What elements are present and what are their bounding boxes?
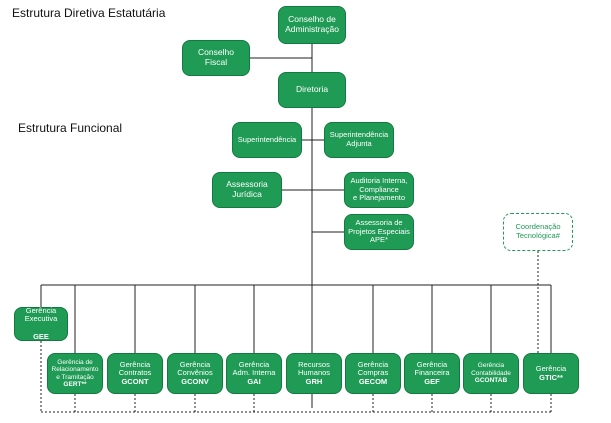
node-conselho-fiscal: Conselho Fiscal xyxy=(182,40,250,76)
gcont-name: Gerência Contratos xyxy=(118,359,152,378)
gconv-abbr: GCONV xyxy=(181,376,209,386)
gai-name: Gerência Adm. Interna xyxy=(232,359,276,378)
gcontab-abbr: GCONTAB xyxy=(474,377,508,385)
node-assessoria-juridica: Assessoria Jurídica xyxy=(212,172,282,208)
node-auditoria: Auditoria Interna, Compliance e Planejam… xyxy=(344,172,414,208)
node-conselho-administracao: Conselho de Administração xyxy=(278,6,346,44)
node-assessoria-projetos: Assessoria de Projetos Especiais APE* xyxy=(344,214,414,250)
gcont-abbr: GCONT xyxy=(121,376,149,386)
node-coordenacao-tecnologica: Coordenação Tecnológica# xyxy=(503,213,573,251)
grh-name: Recursos Humanos xyxy=(297,359,331,378)
gert-name: Gerência de Relacionamento e Tramitação xyxy=(51,358,99,381)
gef-name: Gerência Financeira xyxy=(414,359,450,378)
gtic-abbr: GTIC** xyxy=(539,372,563,382)
gconv-name: Gerência Convênios xyxy=(177,359,213,378)
gai-abbr: GAI xyxy=(247,376,261,386)
gecom-name: Gerência Compras xyxy=(357,359,389,378)
gert-abbr: GERT** xyxy=(63,380,87,388)
node-superintendencia: Superintendência xyxy=(232,122,302,158)
gee-abbr: GEE xyxy=(33,331,49,341)
node-superintendencia-adjunta: Superintendência Adjunta xyxy=(324,122,394,158)
title-estrutura-diretiva: Estrutura Diretiva Estatutária xyxy=(12,6,166,20)
gtic-name: Gerência xyxy=(535,363,567,373)
grh-abbr: GRH xyxy=(305,376,323,386)
title-estrutura-funcional: Estrutura Funcional xyxy=(18,121,123,135)
gcontab-name: Gerência Contabilidade xyxy=(471,362,511,377)
gee-name: Gerência Executiva xyxy=(24,305,58,324)
gecom-abbr: GECOM xyxy=(358,376,388,386)
node-diretoria: Diretoria xyxy=(278,72,346,108)
gef-abbr: GEF xyxy=(424,376,440,386)
node-gerencia-executiva: Gerência Executiva GEE xyxy=(14,305,68,341)
